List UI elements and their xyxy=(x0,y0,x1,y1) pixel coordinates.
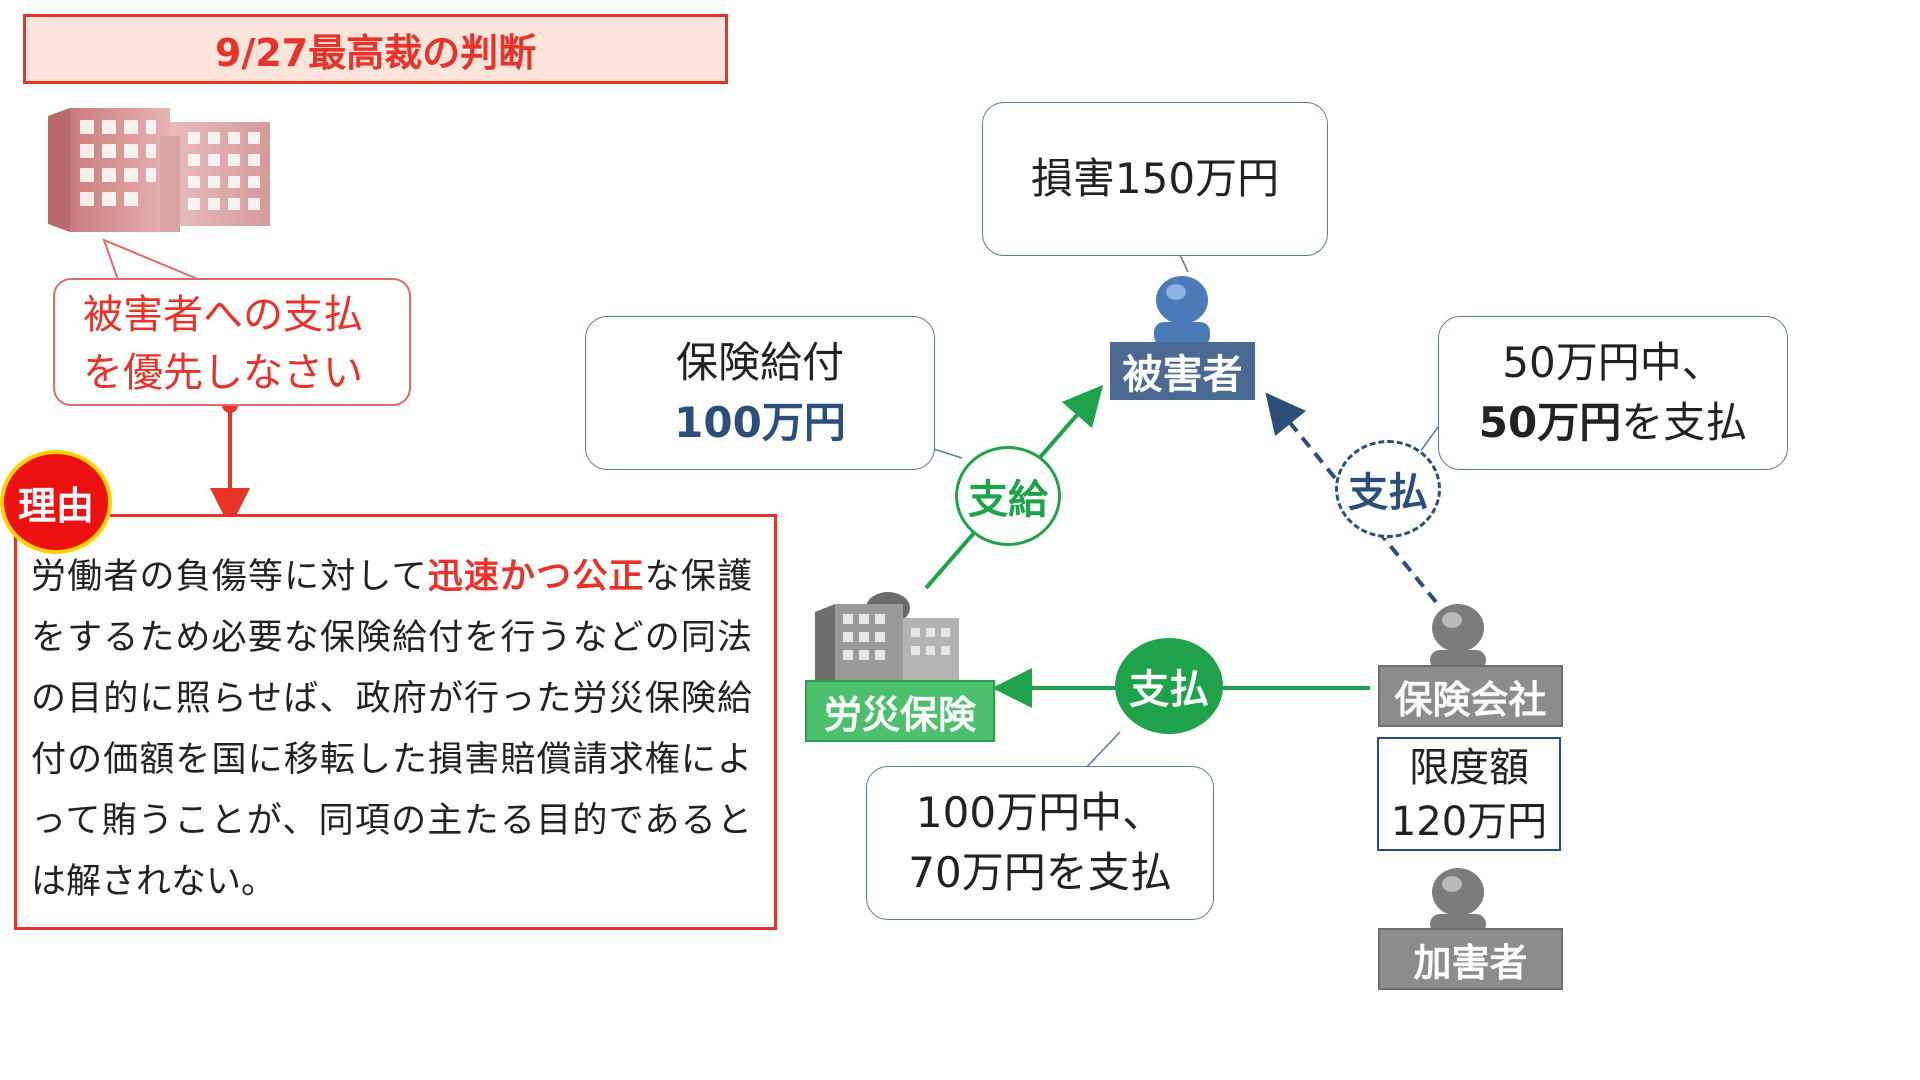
rosai-payment-line2: 70万円を支払 xyxy=(908,848,1172,897)
damage-bubble: 損害150万円 xyxy=(982,102,1328,256)
reason-highlight: 迅速かつ公正 xyxy=(427,557,645,597)
limit-line2: 120万円 xyxy=(1390,799,1548,845)
insurer-payment-rest: を支払 xyxy=(1621,398,1748,447)
insurer-payment-line1: 50万円中、 xyxy=(1502,338,1724,387)
insurer-payment-amount: 50万円 xyxy=(1478,398,1622,447)
attacker-label: 加害者 xyxy=(1378,928,1563,990)
limit-line1: 限度額 xyxy=(1409,745,1529,791)
court-bubble-line2: を優先しなさい xyxy=(83,350,363,396)
insurer-person-icon xyxy=(1430,604,1486,670)
rosai-label: 労災保険 xyxy=(805,680,995,742)
court-building-icon xyxy=(48,108,270,232)
rosai-payment-bubble: 100万円中、 70万円を支払 xyxy=(866,766,1214,920)
reason-text-after: な保護をするため必要な保険給付を行うなどの同法の目的に照らせば、政府が行った労災… xyxy=(31,557,752,902)
rosai-payment-line1: 100万円中、 xyxy=(915,788,1165,837)
insurer-to-victim-circle: 支払 xyxy=(1335,440,1441,538)
court-bubble-line1: 被害者への支払 xyxy=(83,292,363,338)
limit-box: 限度額 120万円 xyxy=(1377,737,1561,851)
reason-text-box: 労働者の負傷等に対して迅速かつ公正な保護をするため必要な保険給付を行うなどの同法… xyxy=(14,514,777,930)
court-speech-bubble: 被害者への支払 を優先しなさい xyxy=(53,278,411,406)
benefit-bubble: 保険給付 100万円 xyxy=(585,316,935,470)
victim-label: 被害者 xyxy=(1110,342,1255,400)
attacker-person-icon xyxy=(1430,868,1486,934)
victim-person-icon xyxy=(1154,276,1210,346)
benefit-line1: 保険給付 xyxy=(675,338,844,387)
page-title: 9/27最高裁の判断 xyxy=(23,14,728,84)
rosai-building-icon xyxy=(815,592,959,690)
reason-text-before: 労働者の負傷等に対して xyxy=(31,557,428,597)
insurer-payment-bubble: 50万円中、 50万円を支払 xyxy=(1438,316,1788,470)
reason-badge: 理由 xyxy=(0,450,112,554)
damage-text: 損害150万円 xyxy=(1030,154,1280,203)
benefit-payment-circle: 支給 xyxy=(955,446,1061,546)
insurer-label: 保険会社 xyxy=(1378,665,1563,727)
benefit-amount: 100万円 xyxy=(674,398,846,447)
insurer-to-rosai-circle: 支払 xyxy=(1115,638,1223,734)
